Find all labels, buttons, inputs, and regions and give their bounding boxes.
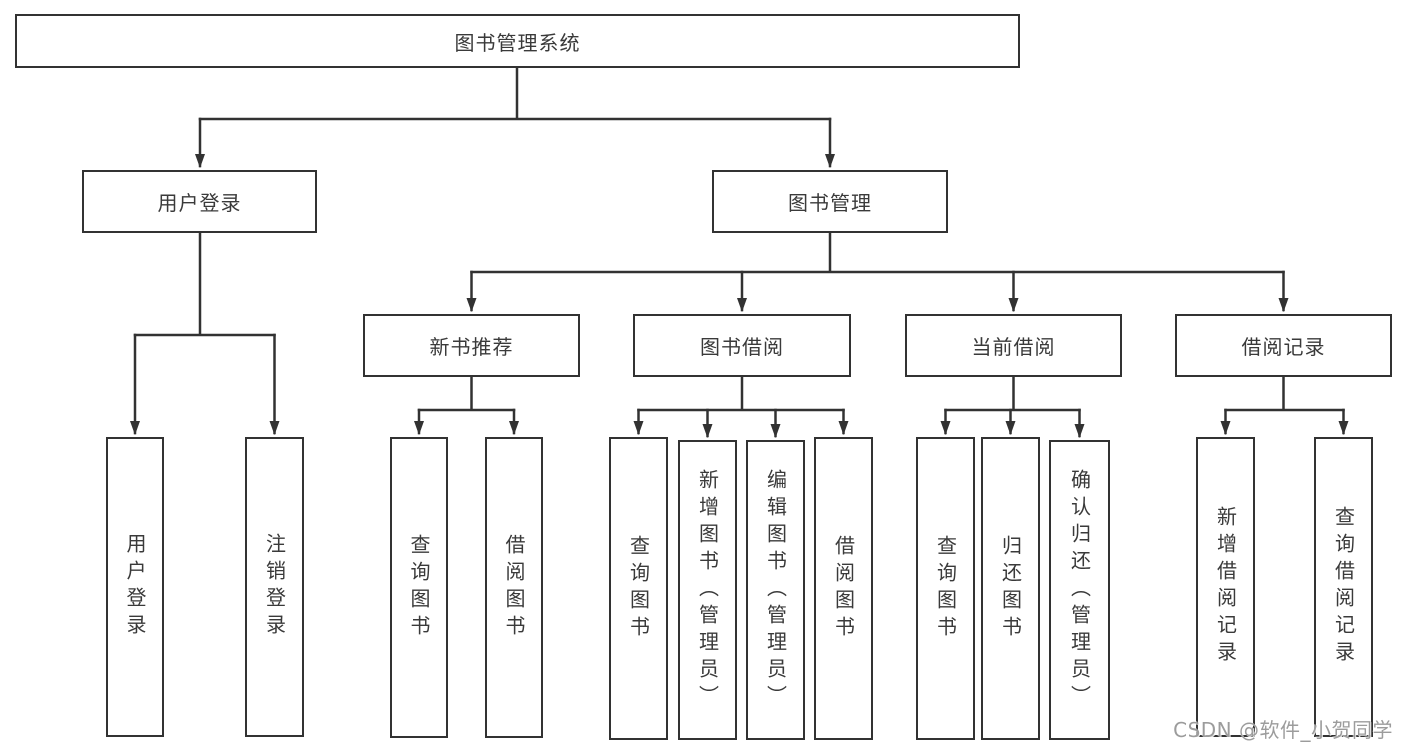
node-label: 新书推荐 (429, 335, 514, 359)
node-label: 借阅记录 (1241, 335, 1326, 359)
leaf-edit-book-admin: 编辑图书（管理员） (746, 440, 805, 740)
connector-book-management-children (466, 231, 1289, 312)
node-label: 查询借阅记录 (1331, 506, 1356, 668)
node-label: 图书管理 (788, 191, 872, 215)
leaf-borrow-books: 借阅图书 (814, 437, 873, 740)
connector-current-borrow-children (940, 375, 1085, 438)
leaf-recommend-borrow-books: 借阅图书 (485, 437, 543, 738)
leaf-recommend-query-books: 查询图书 (390, 437, 448, 738)
node-label: 借阅图书 (502, 533, 526, 642)
leaf-query-borrow-record: 查询借阅记录 (1314, 437, 1373, 737)
leaf-current-query-books: 查询图书 (916, 437, 975, 740)
node-label: 确认归还（管理员） (1067, 468, 1092, 712)
connector-root-to-level2 (195, 66, 835, 168)
node-label: 新增借阅记录 (1213, 506, 1238, 668)
node-label: 注销登录 (262, 533, 287, 641)
connector-borrow-records-children (1220, 375, 1349, 435)
connector-user-login-children (130, 231, 280, 435)
leaf-confirm-return-admin: 确认归还（管理员） (1049, 440, 1110, 740)
node-current-borrow: 当前借阅 (905, 314, 1122, 377)
leaf-user-login: 用户登录 (106, 437, 164, 737)
node-label: 新增图书（管理员） (695, 468, 720, 712)
node-user-login: 用户登录 (82, 170, 317, 233)
node-borrow-records: 借阅记录 (1175, 314, 1392, 377)
node-label: 编辑图书（管理员） (763, 468, 788, 712)
node-label: 图书管理系统 (454, 30, 581, 55)
node-label: 查询图书 (933, 534, 958, 643)
node-label: 查询图书 (626, 534, 651, 643)
node-root-system: 图书管理系统 (15, 14, 1020, 68)
node-label: 用户登录 (157, 191, 242, 215)
node-new-book-recommend: 新书推荐 (363, 314, 580, 377)
node-label: 归还图书 (998, 534, 1023, 643)
leaf-logout: 注销登录 (245, 437, 304, 737)
leaf-return-books: 归还图书 (981, 437, 1040, 740)
node-label: 图书借阅 (700, 335, 784, 359)
node-label: 当前借阅 (971, 335, 1056, 359)
node-book-management: 图书管理 (712, 170, 948, 233)
node-label: 用户登录 (123, 533, 147, 641)
node-label: 查询图书 (407, 533, 431, 642)
node-book-borrow: 图书借阅 (633, 314, 851, 377)
leaf-borrow-query-books: 查询图书 (609, 437, 668, 740)
connector-book-borrow-children (633, 375, 849, 438)
leaf-add-book-admin: 新增图书（管理员） (678, 440, 737, 740)
leaf-add-borrow-record: 新增借阅记录 (1196, 437, 1255, 737)
connector-new-book-recommend-children (414, 375, 519, 435)
node-label: 借阅图书 (831, 534, 856, 643)
